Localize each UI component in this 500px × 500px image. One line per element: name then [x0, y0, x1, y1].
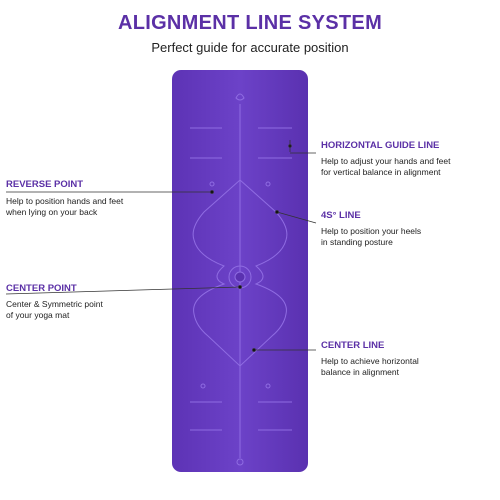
center-point-desc: Center & Symmetric point of your yoga ma… — [6, 299, 103, 320]
page-subtitle: Perfect guide for accurate position — [151, 40, 349, 55]
center-line-title: CENTER LINE — [321, 340, 385, 351]
four-five-line-title: 4S° LINE — [321, 210, 361, 221]
mat-center-point-inner — [234, 271, 246, 283]
center-line-desc: Help to achieve horizontal balance in al… — [321, 356, 419, 377]
mat-reverse-point — [209, 181, 215, 187]
mat-logo-icon — [235, 93, 245, 101]
horizontal-guide-line-title: HORIZONTAL GUIDE LINE — [321, 140, 440, 151]
reverse-point-title: REVERSE POINT — [6, 179, 84, 190]
reverse-point-desc: Help to position hands and feet when lyi… — [6, 196, 124, 217]
mat-diamond-shape — [192, 179, 288, 367]
page-title: ALIGNMENT LINE SYSTEM — [117, 12, 383, 34]
four-five-line-desc: Help to position your heels in standing … — [321, 226, 422, 247]
horizontal-guide-line-desc: Help to adjust your hands and feet for v… — [321, 156, 451, 177]
center-point-title: CENTER POINT — [6, 283, 77, 294]
